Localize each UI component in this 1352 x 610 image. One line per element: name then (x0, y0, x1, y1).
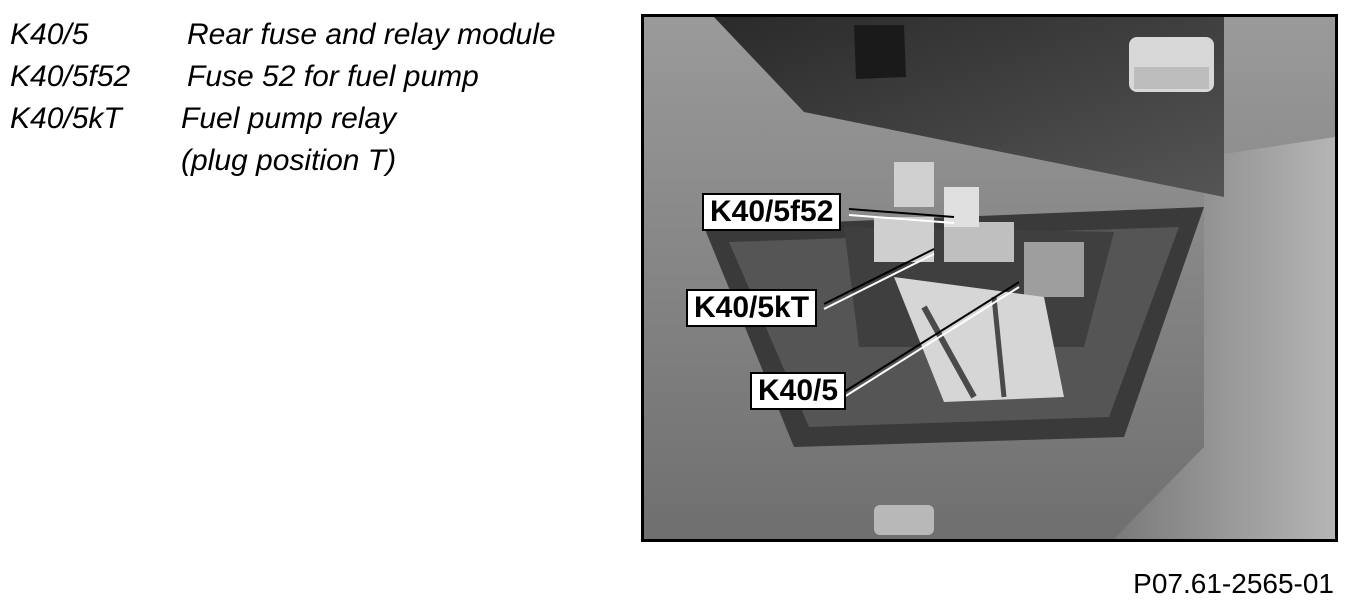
legend-description-line1: Fuel pump relay (181, 102, 397, 135)
legend-description: Fuse 52 for fuel pump (187, 60, 479, 93)
legend-code: K40/5 (10, 18, 89, 51)
figure-id: P07.61-2565-01 (1133, 568, 1334, 599)
callout-fuse-52: K40/5f52 (702, 193, 842, 231)
callout-fuse-relay-module: K40/5 (750, 372, 847, 410)
legend-code: K40/5kT (10, 102, 122, 135)
legend-code: K40/5f52 (10, 60, 131, 93)
legend-description: Fuel pump relay (plug position T) (181, 98, 396, 182)
callout-fuel-pump-relay: K40/5kT (686, 289, 818, 327)
fuse-box-photo: K40/5f52 K40/5kT K40/5 (641, 14, 1338, 542)
fuse-box-photo-illustration (644, 17, 1335, 539)
legend-description: Rear fuse and relay module (187, 18, 556, 51)
legend-description-line2: (plug position T) (181, 144, 397, 177)
